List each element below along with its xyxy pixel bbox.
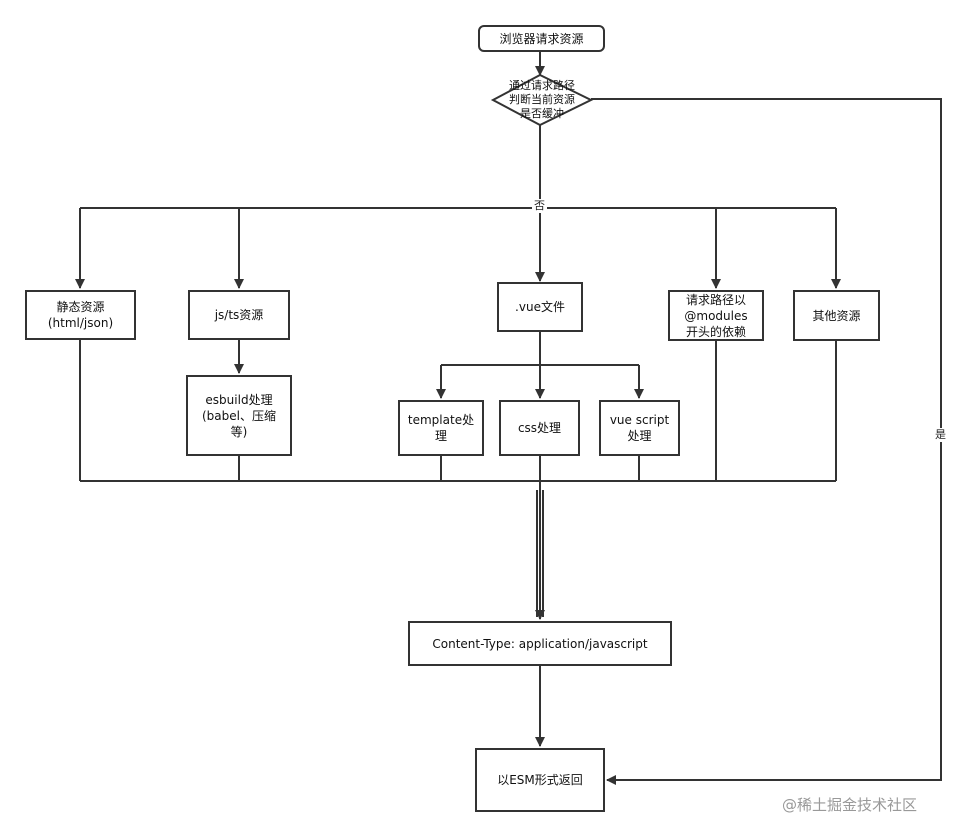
vue-script-process-node: vue script 处理 — [599, 400, 680, 456]
esm-return-node: 以ESM形式返回 — [475, 748, 605, 812]
decision-diamond — [490, 73, 594, 127]
jsts-resource-node: js/ts资源 — [188, 290, 290, 340]
template-process-node: template处 理 — [398, 400, 484, 456]
static-resource-node: 静态资源 (html/json) — [25, 290, 136, 340]
edge-label-yes: 是 — [933, 428, 948, 442]
esbuild-process-node: esbuild处理 (babel、压缩 等) — [186, 375, 292, 456]
decision-label: 通过请求路径 判断当前资源 是否缓冲 — [509, 79, 575, 120]
modules-dependency-node: 请求路径以 @modules 开头的依赖 — [668, 290, 764, 341]
other-resource-node: 其他资源 — [793, 290, 880, 341]
css-process-node: css处理 — [499, 400, 580, 456]
content-type-node: Content-Type: application/javascript — [408, 621, 672, 666]
vue-file-node: .vue文件 — [497, 282, 583, 332]
edge-label-no: 否 — [532, 199, 547, 213]
watermark-text: @稀土掘金技术社区 — [782, 796, 918, 814]
start-node: 浏览器请求资源 — [478, 25, 605, 52]
